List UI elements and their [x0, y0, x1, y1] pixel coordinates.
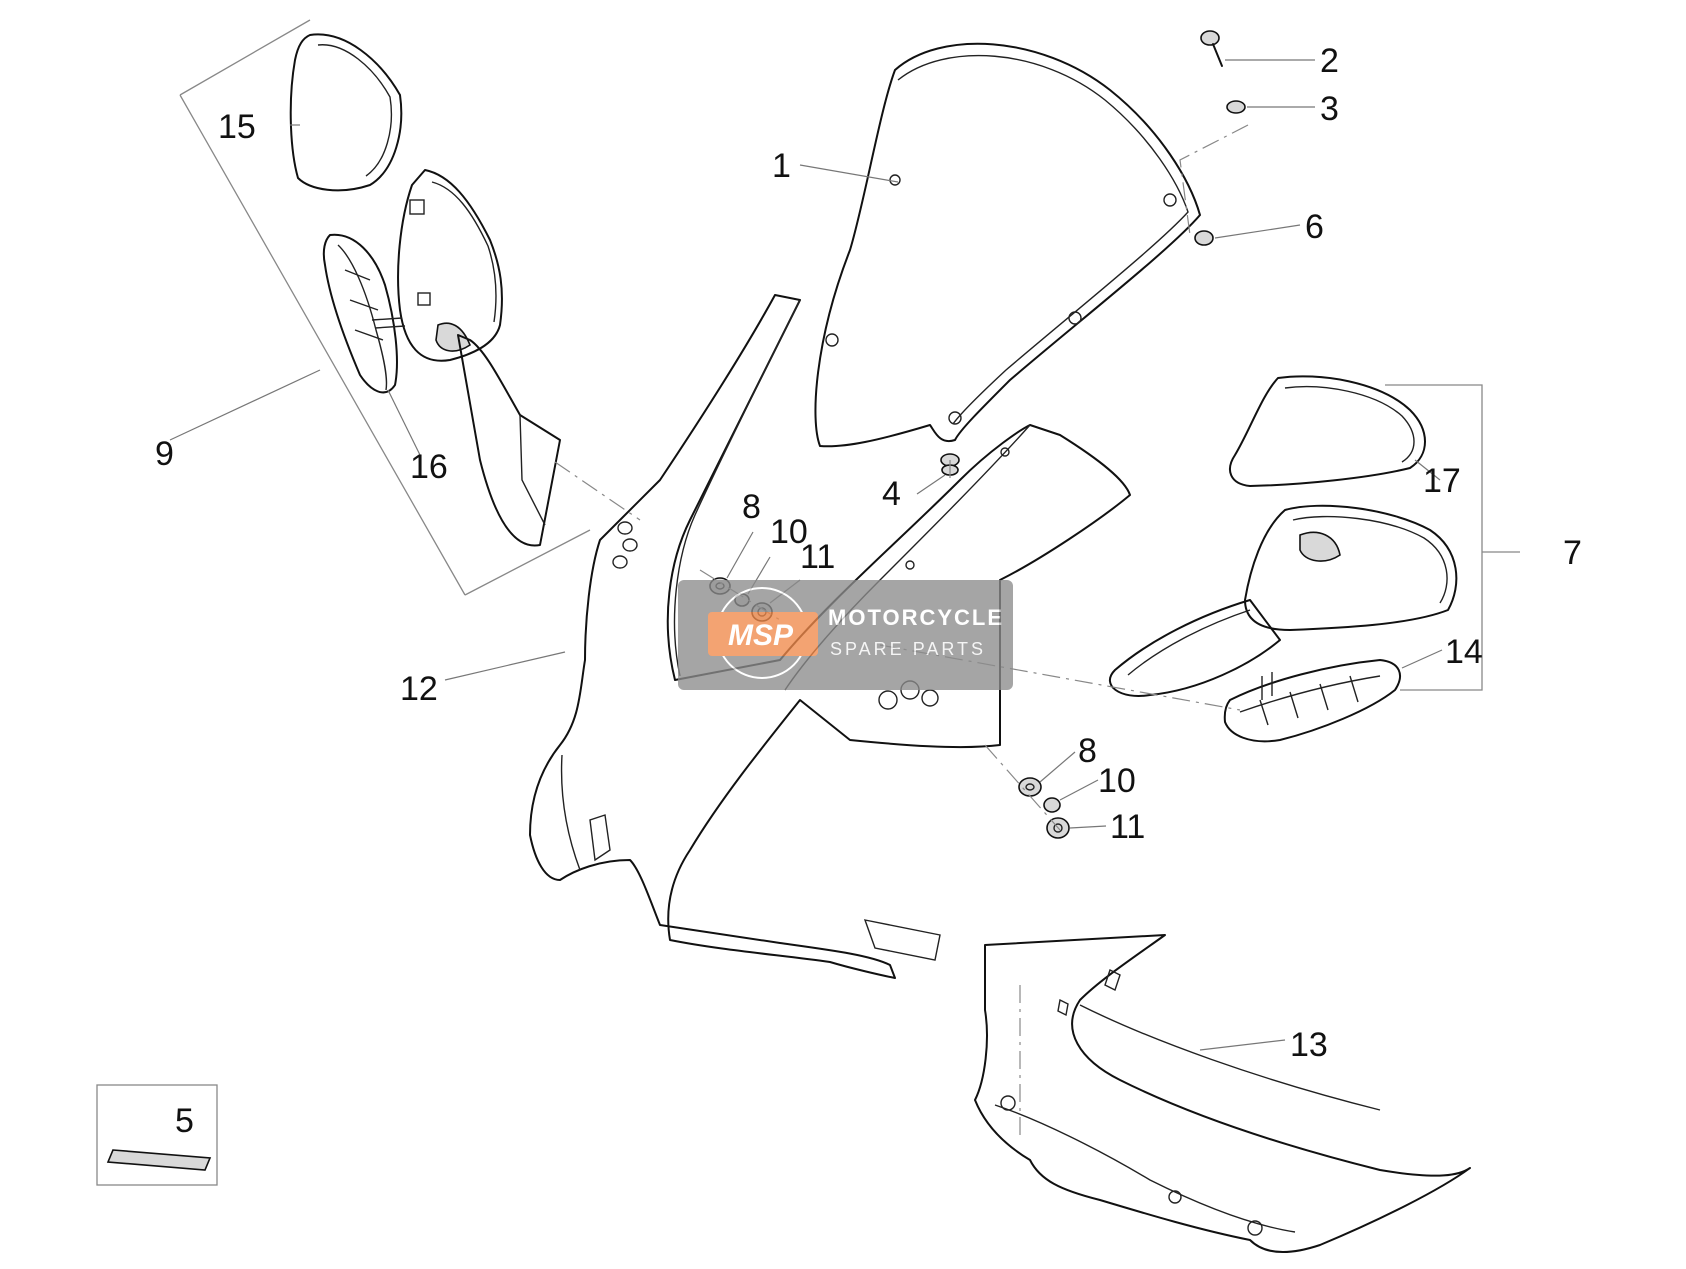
callout-7: 7 — [1563, 534, 1582, 572]
callout-9: 9 — [155, 435, 174, 473]
watermark-logo-text: MSP — [728, 619, 794, 652]
callout-16: 16 — [410, 448, 448, 486]
mirror-left-assembly-bracket — [179, 19, 591, 596]
callout-labels: 1 2 3 6 4 15 9 16 8 10 11 12 17 7 14 8 1… — [155, 42, 1582, 1140]
callout-12: 12 — [400, 670, 438, 708]
washer-lower-part — [1018, 777, 1042, 797]
callout-11-upper: 11 — [800, 538, 835, 576]
callout-2: 2 — [1320, 42, 1339, 80]
watermark-logo-badge — [708, 612, 818, 656]
callout-1: 1 — [772, 147, 791, 185]
mirror-glass-left-part — [289, 33, 403, 192]
callout-8-upper: 8 — [742, 488, 761, 526]
callout-6: 6 — [1305, 208, 1324, 246]
screw-part — [1200, 30, 1223, 67]
callout-11-lower: 11 — [1110, 808, 1145, 846]
callout-8-lower: 8 — [1078, 732, 1097, 770]
mirror-glass-right-part — [1229, 375, 1426, 487]
windscreen-part — [814, 42, 1201, 448]
callout-10-lower: 10 — [1098, 762, 1136, 800]
callout-13: 13 — [1290, 1026, 1328, 1064]
callout-5: 5 — [175, 1102, 194, 1140]
callout-15: 15 — [218, 108, 256, 146]
callout-17: 17 — [1423, 462, 1461, 500]
callout-4: 4 — [882, 475, 901, 513]
mirror-housing-left-part — [397, 169, 561, 547]
nut-insert-part — [1194, 230, 1214, 246]
spring-washer-lower-part — [1043, 797, 1061, 813]
watermark: MSP MOTORCYCLE SPARE PARTS — [678, 580, 1013, 690]
watermark-title: MOTORCYCLE — [828, 605, 1004, 630]
mirror-housing-right-part — [1108, 504, 1458, 697]
turn-indicator-left-part — [322, 233, 406, 394]
watermark-subtitle: SPARE PARTS — [830, 639, 986, 659]
washer-part — [1226, 100, 1246, 114]
turn-indicator-right-part — [1223, 659, 1401, 743]
lower-fairing-part — [974, 934, 1471, 1253]
callout-10-upper: 10 — [770, 513, 808, 551]
callout-3: 3 — [1320, 90, 1339, 128]
mirror-right-assembly-bracket — [1385, 384, 1520, 691]
watermark-panel — [678, 580, 1013, 690]
sticker-kit-part — [96, 1084, 218, 1186]
callout-14: 14 — [1445, 633, 1483, 671]
